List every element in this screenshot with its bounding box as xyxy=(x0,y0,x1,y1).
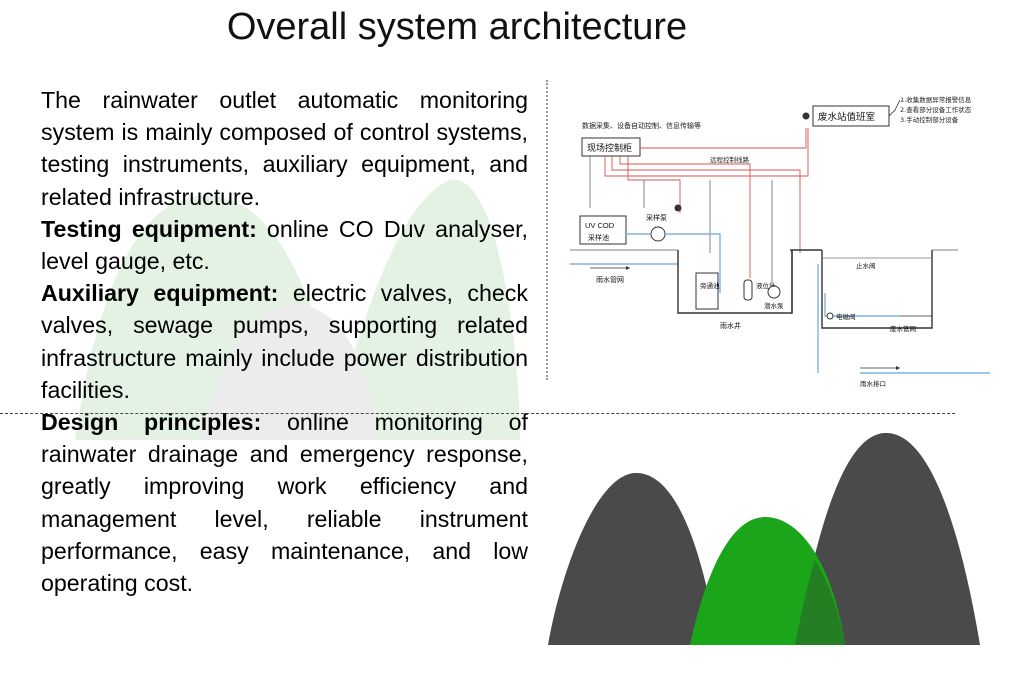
paragraph-intro: The rainwater outlet automatic monitorin… xyxy=(41,84,528,213)
paragraph-design: Design principles: online monitoring of … xyxy=(41,406,528,599)
rain-pipe-label: 雨水管网 xyxy=(596,275,624,284)
sampling-pool-label: 采样池 xyxy=(588,233,609,242)
uv-cod-label: UV COD xyxy=(585,221,615,230)
uv-cod-box xyxy=(579,215,627,245)
top-note: 数据采集、设备自动控制、信息传输等 xyxy=(582,121,701,130)
water-pipes xyxy=(570,233,990,374)
station-note-3: 3.手动控制部分设备 xyxy=(900,115,959,124)
remote-line-label: 远程控制线路 xyxy=(710,155,750,164)
system-diagram: 数据采集、设备自动控制、信息传输等 现场控制柜 废水站值班室 1.收集数据异常报… xyxy=(560,88,990,398)
rain-well-label: 雨水井 xyxy=(720,321,741,330)
bypass-pool-label: 旁通池 xyxy=(700,281,720,290)
sampling-pump-label: 采样泵 xyxy=(646,213,667,222)
pump-dot xyxy=(674,204,682,212)
field-cabinet-label: 现场控制柜 xyxy=(587,142,632,154)
intro-text: The rainwater outlet automatic monitorin… xyxy=(41,87,528,210)
testing-text: online CO Duv analyser, level gauge, etc… xyxy=(41,215,528,275)
overlap-shade xyxy=(795,560,845,645)
level-meter-icon xyxy=(743,279,753,301)
auxiliary-label: Auxiliary equipment: xyxy=(41,280,279,307)
description-text: The rainwater outlet automatic monitorin… xyxy=(41,84,528,599)
stop-valve-label: 止水阀 xyxy=(856,261,876,270)
field-cabinet-box xyxy=(581,137,641,157)
sampling-pump xyxy=(650,226,666,242)
paragraph-auxiliary: Auxiliary equipment: electric valves, ch… xyxy=(41,277,528,406)
rain-outlet-label: 雨水排口 xyxy=(860,379,886,388)
background-hills xyxy=(75,179,520,440)
dashed-divider xyxy=(0,413,955,414)
page-title: Overall system architecture xyxy=(226,6,688,48)
bypass-pool-box xyxy=(695,272,719,310)
design-text: online monitoring of rainwater drainage … xyxy=(41,409,528,597)
auxiliary-text: electric valves, check valves, sewage pu… xyxy=(41,280,528,403)
paragraph-testing: Testing equipment: online CO Duv analyse… xyxy=(41,213,528,277)
outlet-chamber xyxy=(790,249,933,329)
wastewater-pipe-label: 废水管网 xyxy=(890,324,916,333)
pale-green-hill-right xyxy=(330,179,520,440)
station-note-1: 1.收集数据异常报警信息 xyxy=(900,95,972,104)
decorative-mountains xyxy=(548,432,980,645)
rain-well xyxy=(677,250,793,314)
left-dark-mountain xyxy=(548,472,718,645)
level-meter-label: 液位计 xyxy=(756,281,776,290)
sewage-pump-label: 潜水泵 xyxy=(764,301,784,310)
station-room-label: 废水站值班室 xyxy=(818,111,875,123)
station-note-2: 2.查看部分设备工作状态 xyxy=(900,105,972,114)
pale-grey-hill xyxy=(200,304,380,440)
vertical-dotted-line xyxy=(546,80,548,380)
control-lines-red xyxy=(604,128,809,278)
control-lines-grey xyxy=(589,156,773,293)
right-dark-mountain xyxy=(795,432,980,645)
electric-valve xyxy=(826,312,834,320)
testing-label: Testing equipment: xyxy=(41,215,257,242)
electric-valve-label: 电磁阀 xyxy=(836,312,856,321)
station-dot xyxy=(802,112,810,120)
sewage-pump xyxy=(767,285,781,299)
